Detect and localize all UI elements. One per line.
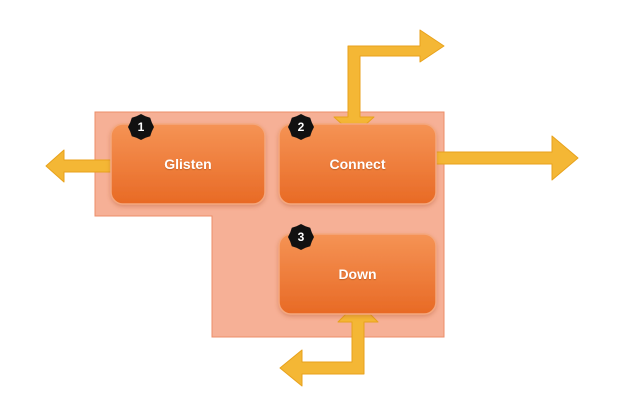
- down-down-left-arrow: [279, 301, 379, 387]
- badge-3-number: 3: [297, 230, 305, 244]
- badge-2-number: 2: [297, 120, 305, 134]
- badge-1-number: 1: [137, 120, 145, 134]
- badge-3-icon: [288, 224, 314, 250]
- glisten-box[interactable]: [110, 123, 266, 205]
- down-box[interactable]: [278, 233, 437, 315]
- badge-1-icon: [128, 114, 154, 140]
- badge-2-icon: [288, 114, 314, 140]
- connect-box[interactable]: [278, 123, 437, 205]
